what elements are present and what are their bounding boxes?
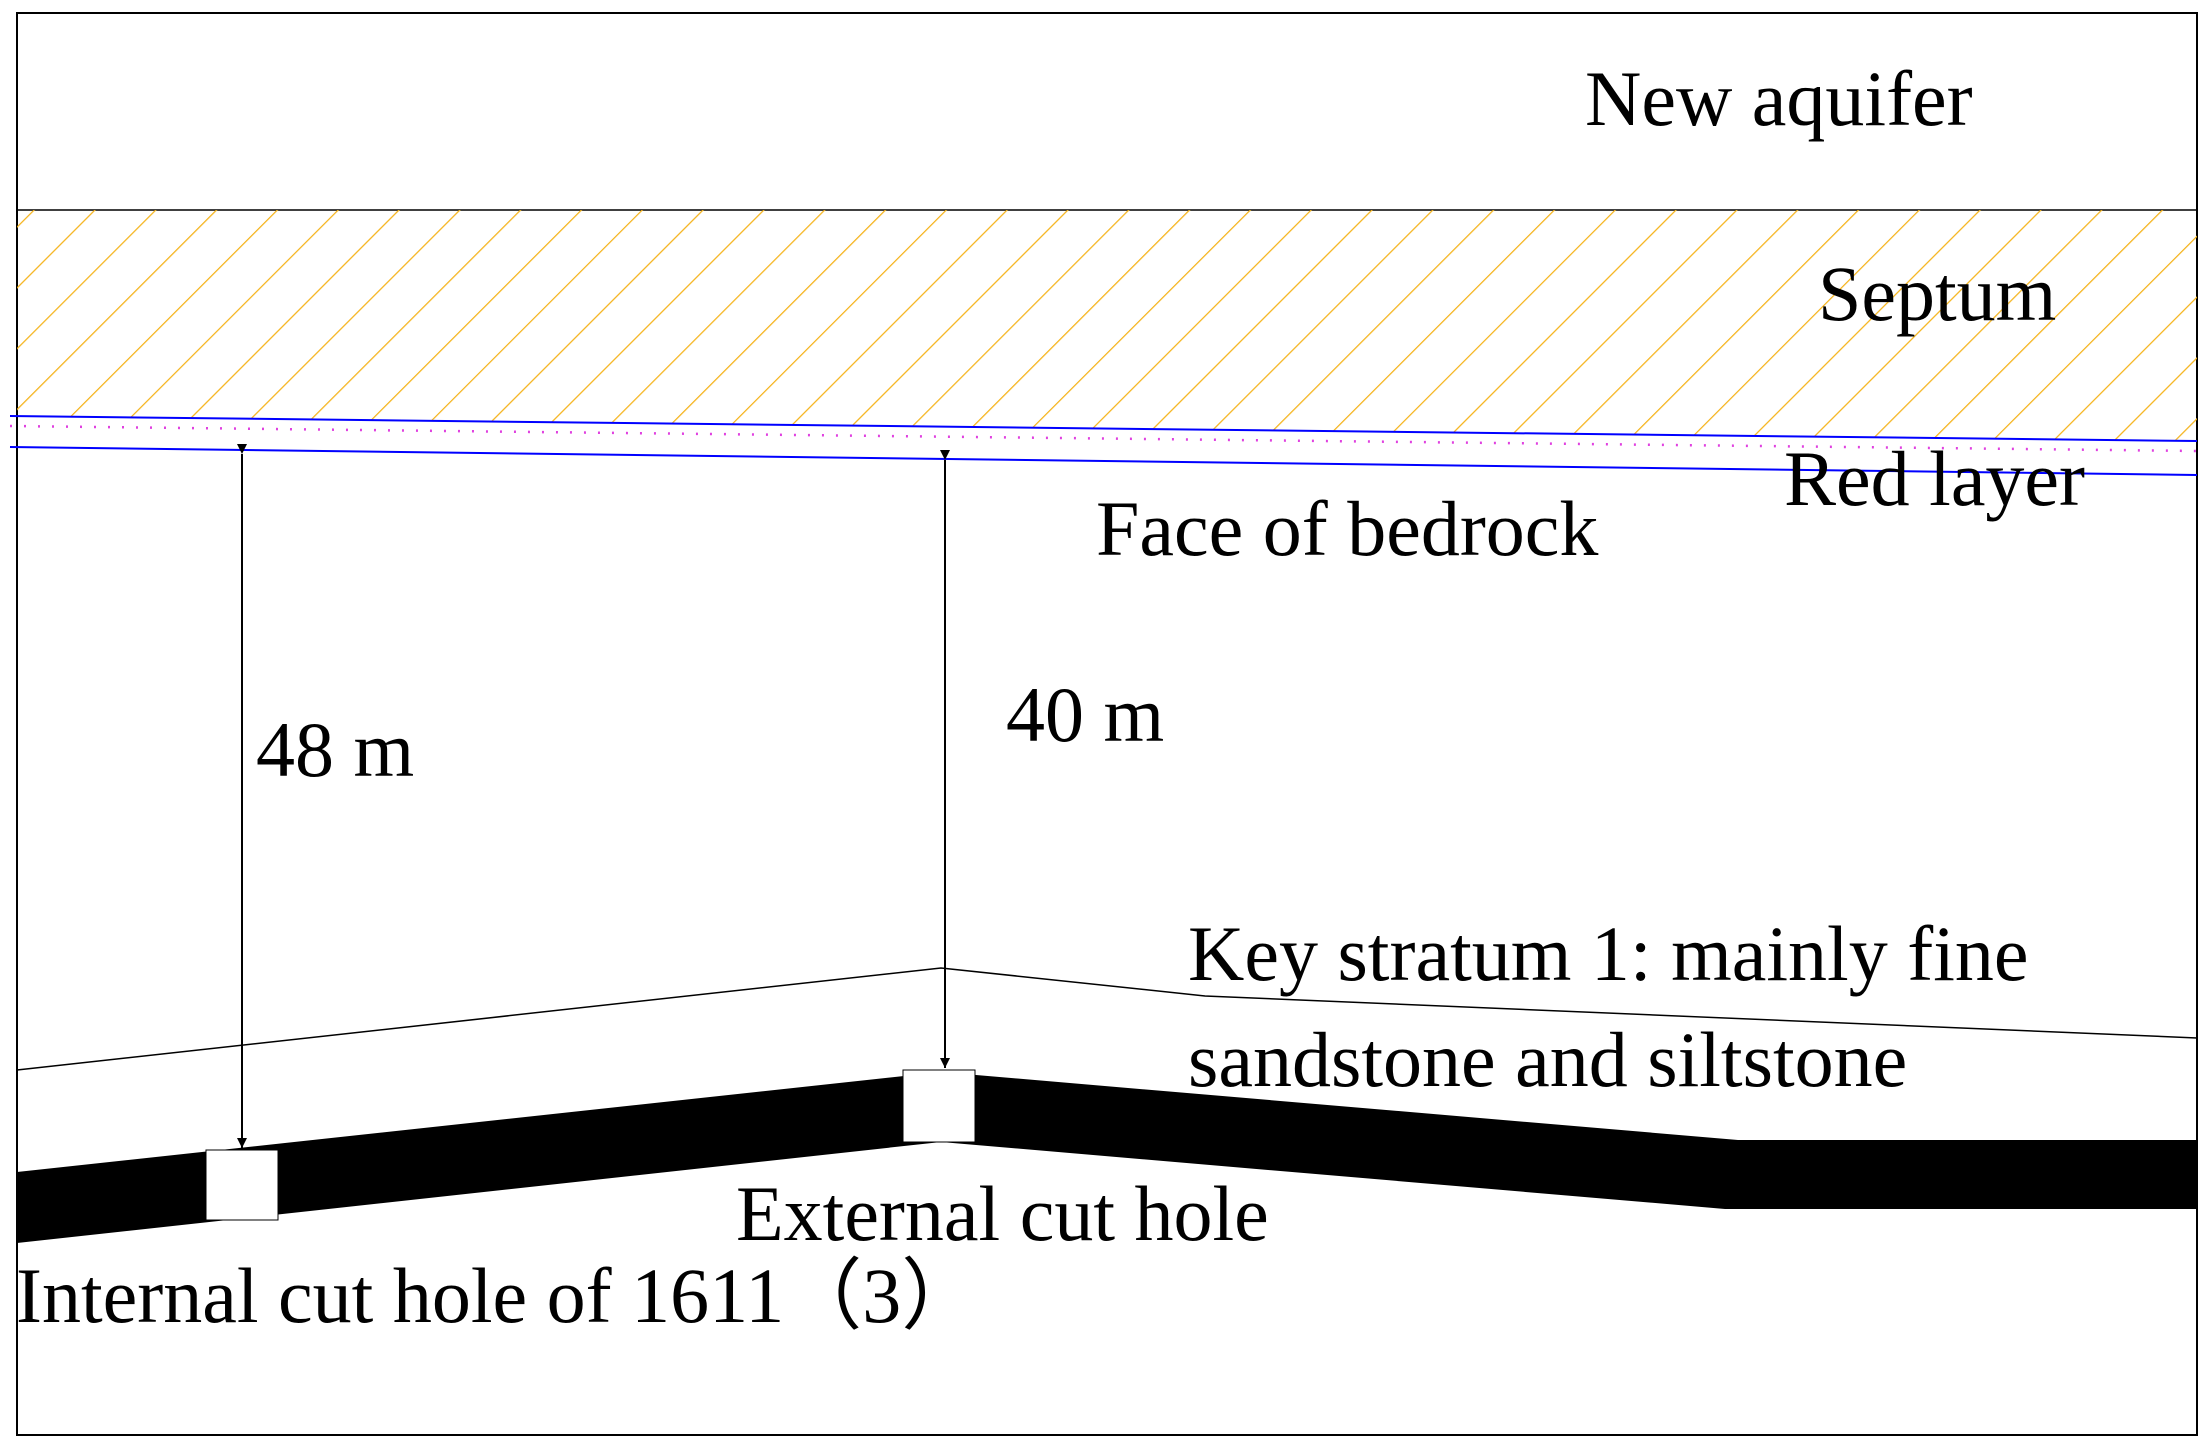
label-40m: 40 m (1006, 671, 1164, 758)
external-cut-hole (902, 1069, 976, 1143)
septum-layer (17, 210, 2197, 441)
label-new-aquifer: New aquifer (1585, 55, 1973, 142)
label-external-cut-hole: External cut hole (736, 1170, 1269, 1257)
label-face-of-bedrock: Face of bedrock (1096, 485, 1598, 572)
label-key-stratum-line1: Key stratum 1: mainly fine (1188, 910, 2028, 997)
key-stratum-boundary (16, 967, 2198, 1071)
internal-cut-hole (205, 1149, 279, 1221)
label-septum: Septum (1818, 250, 2056, 337)
label-internal-cut-hole: Internal cut hole of 1611（3） (16, 1252, 979, 1339)
red-layer (9, 415, 2198, 476)
label-red-layer: Red layer (1784, 435, 2085, 522)
label-48m: 48 m (256, 706, 414, 793)
coal-seam (17, 1072, 2197, 1243)
label-key-stratum-line2: sandstone and siltstone (1188, 1016, 1907, 1103)
